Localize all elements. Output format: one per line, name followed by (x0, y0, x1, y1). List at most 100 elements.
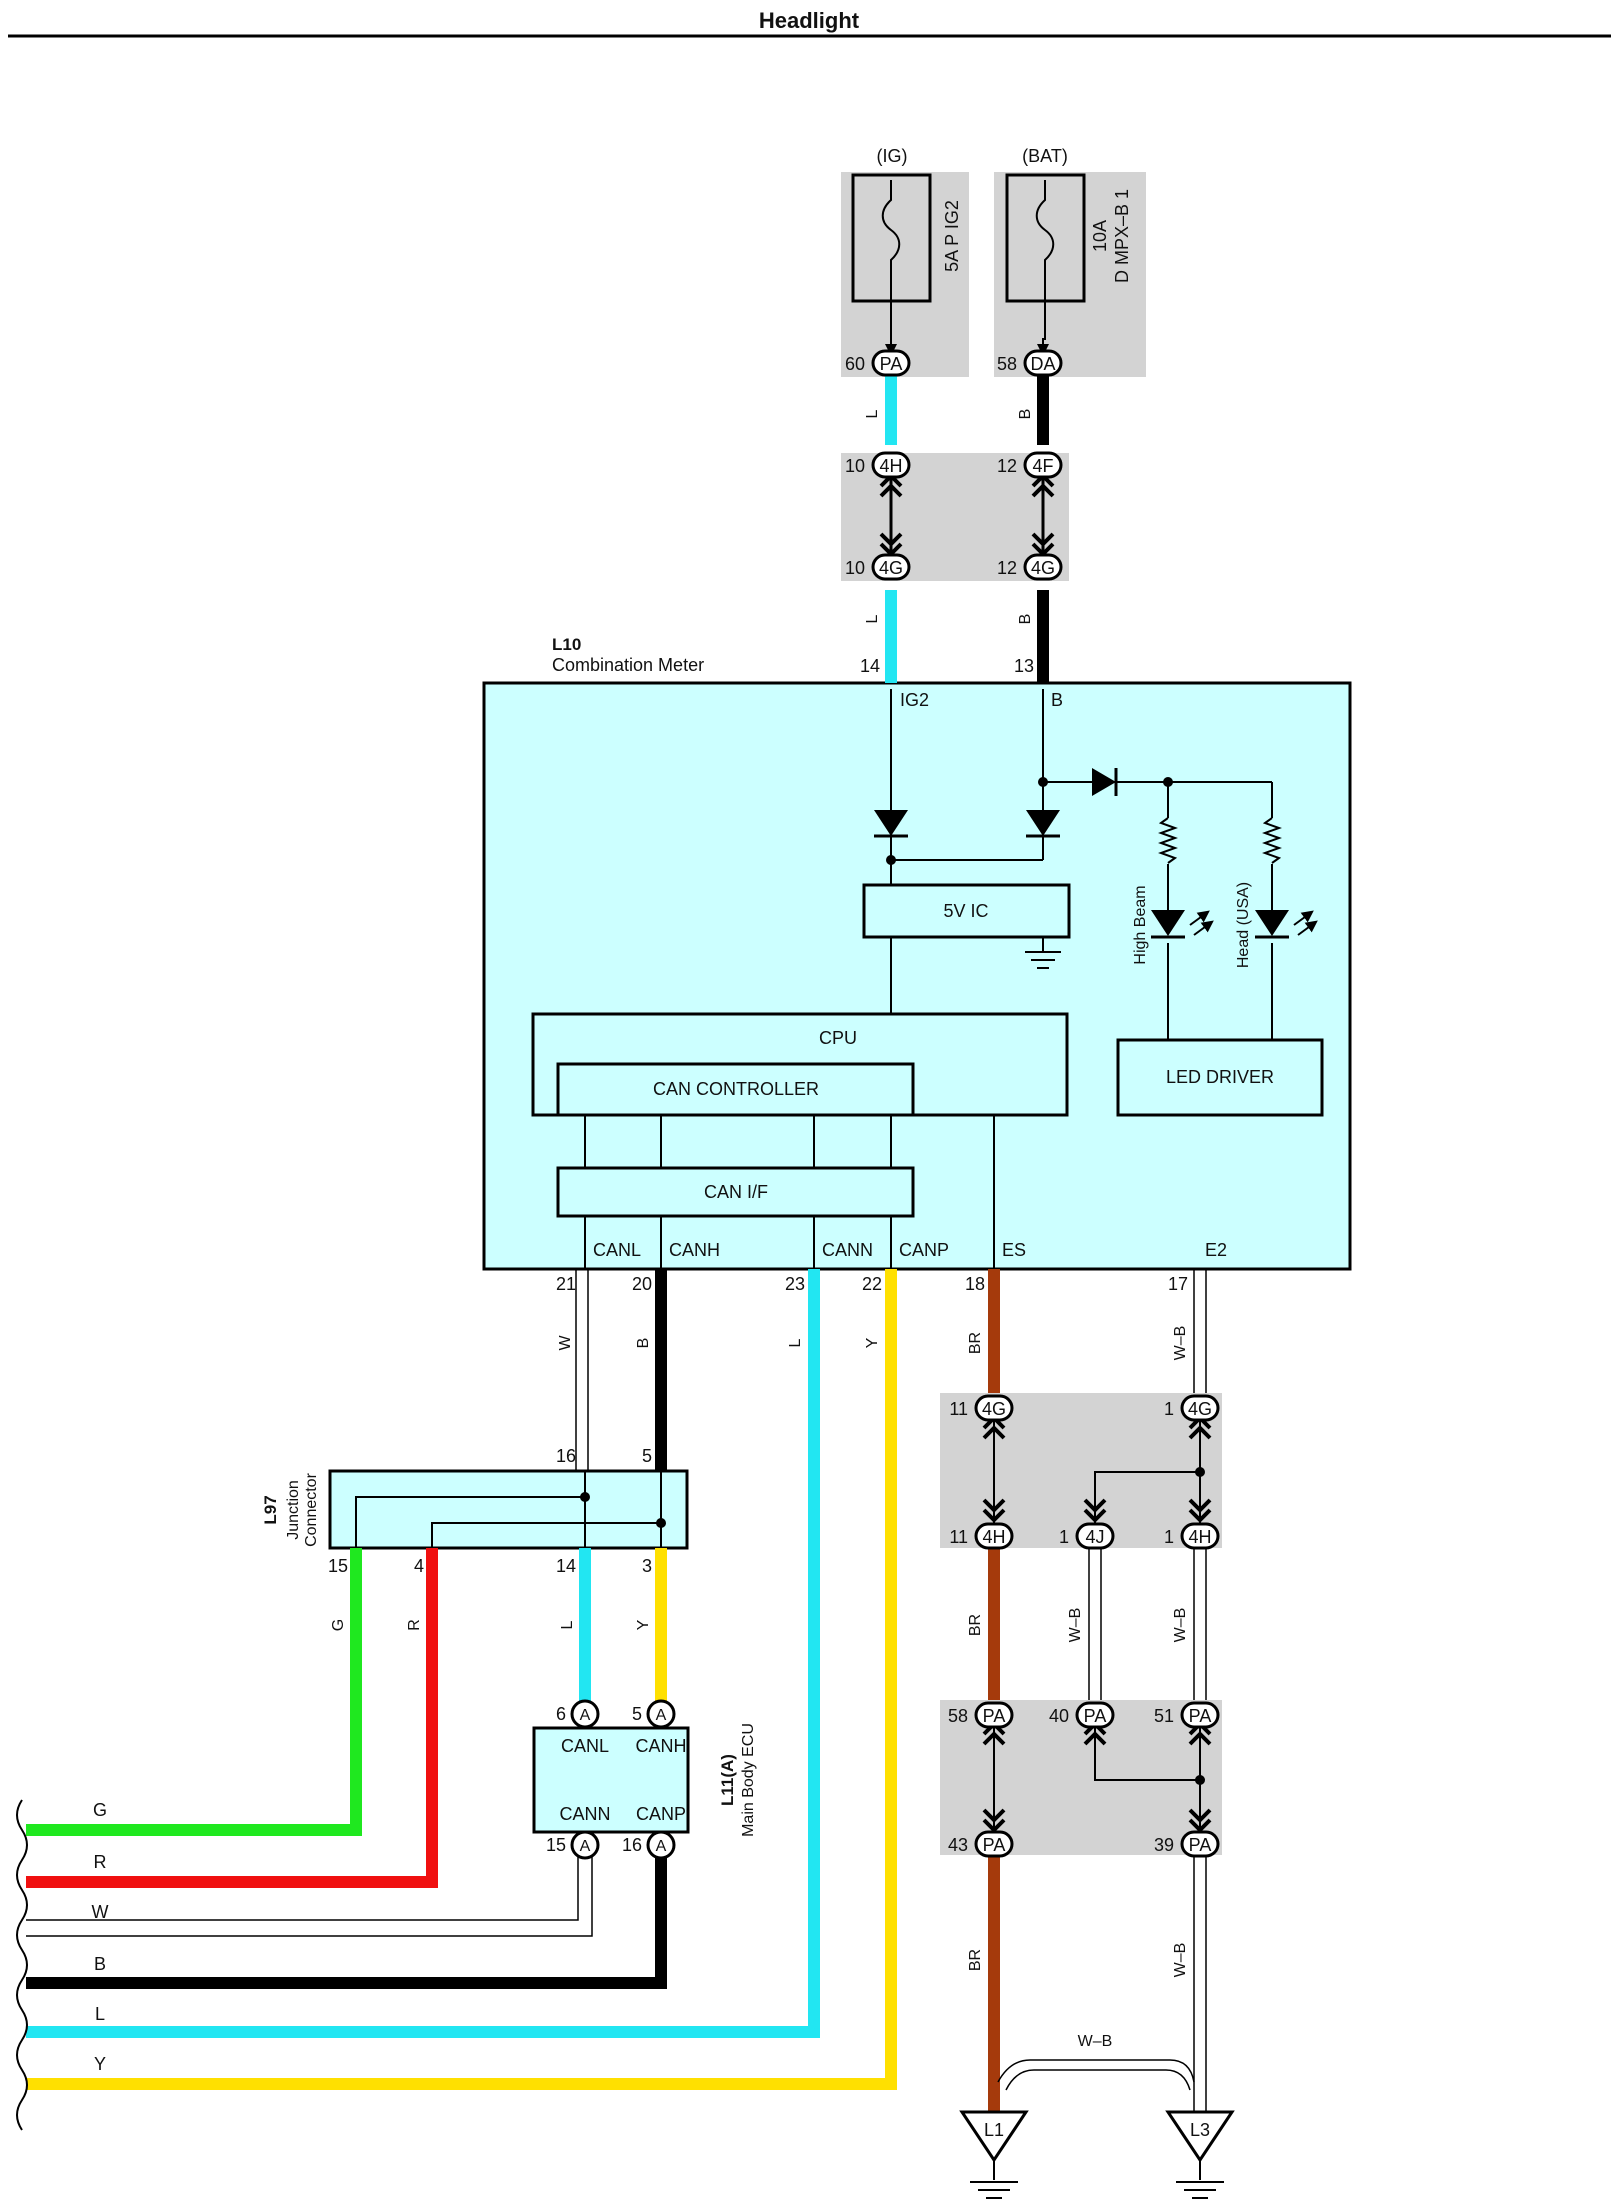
terminal-canp: CANP (899, 1240, 949, 1260)
connector-da-58: DA 58 (997, 349, 1063, 377)
svg-text:A: A (580, 1838, 591, 1855)
terminal-cann: CANN (822, 1240, 873, 1260)
led-driver-block (1116, 1038, 1324, 1117)
fuse-box-ig (841, 172, 969, 377)
wire-r (26, 1548, 438, 1888)
meter-name: Combination Meter (552, 655, 704, 675)
svg-text:12: 12 (997, 558, 1017, 578)
wire-label-l-ecu: L (559, 1620, 576, 1629)
svg-text:5: 5 (632, 1704, 642, 1724)
svg-text:PA: PA (1189, 1835, 1212, 1855)
ground-l3: L3 (1165, 2110, 1235, 2199)
jc-pin-3: 3 (642, 1556, 652, 1576)
wire-label-wb-2: W–B (1067, 1608, 1084, 1643)
led-high-beam-label: High Beam (1132, 885, 1149, 964)
wire-canp-y (26, 1269, 897, 2090)
svg-text:60: 60 (845, 354, 865, 374)
wire-label-b-1: B (1017, 409, 1034, 420)
wire-g (26, 1548, 362, 1836)
meter-internal-circuit (584, 689, 1318, 1269)
led-driver-label: LED DRIVER (1166, 1067, 1274, 1087)
svg-text:PA: PA (983, 1706, 1006, 1726)
ecu-cann: CANN (559, 1804, 610, 1824)
svg-text:A: A (580, 1707, 591, 1724)
jc-name-2: Connector (303, 1472, 320, 1546)
svg-text:40: 40 (1049, 1706, 1069, 1726)
wire-label-br-3: BR (967, 1949, 984, 1971)
meter-pin-20: 20 (632, 1274, 652, 1294)
svg-text:PA: PA (880, 354, 903, 374)
jc-internal-lines (355, 1471, 662, 1548)
wire-label-l-1: L (864, 409, 881, 418)
gconn-pa-40: PA 40 (1049, 1701, 1115, 1729)
svg-text:39: 39 (1154, 1835, 1174, 1855)
wire-label-wb-4: W–B (1172, 1943, 1189, 1978)
ecu-name: Main Body ECU (740, 1723, 757, 1837)
left-wire-label-y: Y (94, 2054, 106, 2074)
wire-label-b-canh: B (635, 1338, 652, 1349)
ground-l1: L1 (959, 2110, 1029, 2199)
connector-4g-10: 4G 10 (845, 553, 911, 581)
wire-label-y-ecu: Y (635, 1619, 652, 1630)
meter-pin-22: 22 (862, 1274, 882, 1294)
cpu-label: CPU (819, 1028, 857, 1048)
wire-label-l-cann: L (787, 1338, 804, 1347)
led-head-label: Head (USA) (1235, 882, 1252, 968)
svg-text:16: 16 (622, 1835, 642, 1855)
gconn-pa-58: PA 58 (948, 1701, 1014, 1729)
svg-text:4G: 4G (982, 1399, 1006, 1419)
terminal-b: B (1051, 690, 1063, 710)
ecu-canh: CANH (635, 1736, 686, 1756)
meter-pin-23: 23 (785, 1274, 805, 1294)
page-title: Headlight (759, 8, 860, 33)
fuse-amp-dmpx: 10A (1090, 220, 1110, 252)
svg-text:4G: 4G (1031, 558, 1055, 578)
svg-text:10: 10 (845, 456, 865, 476)
ecu-canp: CANP (636, 1804, 686, 1824)
jc-pin-5: 5 (642, 1446, 652, 1466)
svg-text:L3: L3 (1190, 2120, 1210, 2140)
svg-text:1: 1 (1164, 1399, 1174, 1419)
wire-label-b-2: B (1017, 614, 1034, 625)
ecu-pin-6-a: A 6 (556, 1699, 600, 1729)
wire-cann-l (26, 1269, 820, 2038)
svg-text:4G: 4G (1188, 1399, 1212, 1419)
diode-ig2 (874, 810, 908, 836)
source-label-ig: (IG) (877, 146, 908, 166)
fuse-symbol-dmpx (1035, 180, 1055, 340)
ecu-pin-15-a: A 15 (546, 1830, 600, 1860)
svg-text:15: 15 (546, 1835, 566, 1855)
led-head-usa (1255, 910, 1289, 936)
ecu-canl: CANL (561, 1736, 609, 1756)
diode-led-feed (1092, 768, 1116, 796)
fuse-symbol-ig2 (881, 180, 901, 340)
jc-pin-14: 14 (556, 1556, 576, 1576)
svg-text:4J: 4J (1085, 1527, 1104, 1547)
junction-connector-l97 (328, 1469, 689, 1550)
fuse-name-dmpx: D MPX–B 1 (1112, 189, 1132, 283)
svg-text:51: 51 (1154, 1706, 1174, 1726)
can-if-label: CAN I/F (704, 1182, 768, 1202)
svg-text:4H: 4H (982, 1527, 1005, 1547)
meter-pin-17: 17 (1168, 1274, 1188, 1294)
svg-text:11: 11 (949, 1399, 968, 1419)
main-body-ecu (532, 1726, 690, 1834)
wire-label-wb-1: W–B (1172, 1326, 1189, 1361)
can-controller-label: CAN CONTROLLER (653, 1079, 819, 1099)
gconn-4g-11: 4G 11 (949, 1394, 1014, 1422)
left-wire-label-r: R (94, 1852, 107, 1872)
left-wire-label-l: L (95, 2004, 105, 2024)
jc-id: L97 (261, 1495, 280, 1524)
wire-label-y-canp: Y (864, 1337, 881, 1348)
svg-text:4H: 4H (879, 456, 902, 476)
terminal-canl: CANL (593, 1240, 641, 1260)
wire-label-r: R (406, 1619, 423, 1631)
ecu-pin-5-a: A 5 (632, 1699, 676, 1729)
svg-text:PA: PA (1084, 1706, 1107, 1726)
left-wire-label-g: G (93, 1800, 107, 1820)
svg-text:A: A (656, 1838, 667, 1855)
connector-4f-12: 4F 12 (997, 451, 1063, 479)
svg-text:DA: DA (1030, 354, 1055, 374)
can-if-block (556, 1166, 915, 1218)
